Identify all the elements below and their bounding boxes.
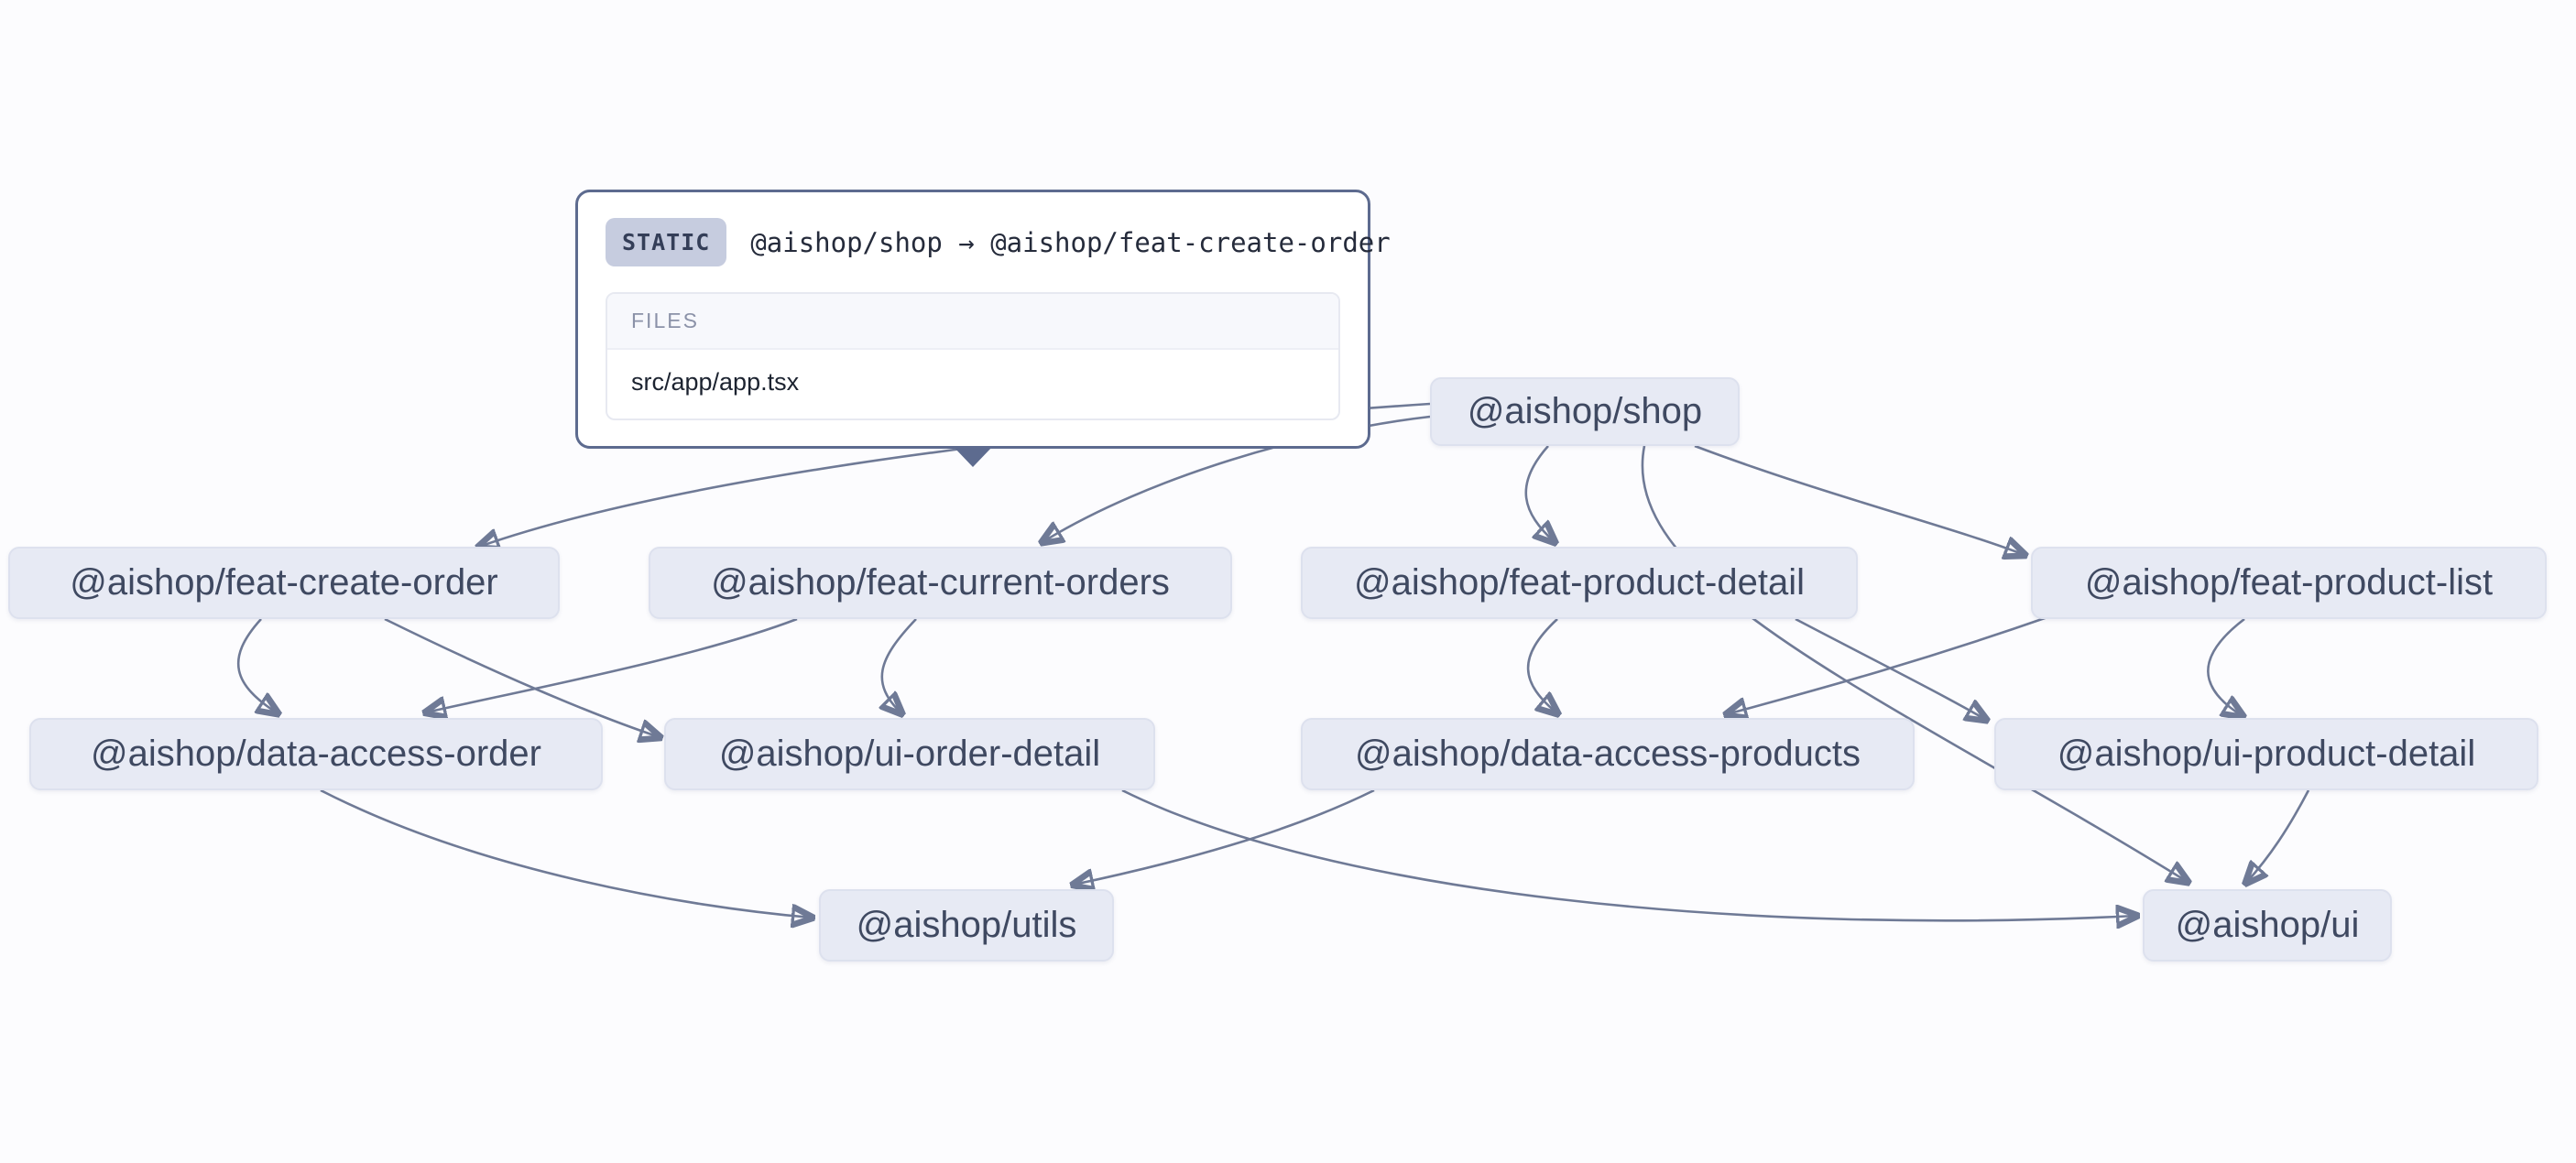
graph-node-label: @aishop/ui-order-detail — [718, 734, 1101, 774]
edge-feat-current-orders-ui-order-detail[interactable] — [882, 618, 917, 713]
edge-shop-feat-current-orders[interactable] — [1042, 415, 1431, 542]
edge-type-badge: STATIC — [606, 218, 727, 266]
graph-node-feat-product-list[interactable]: @aishop/feat-product-list — [2031, 547, 2547, 619]
edge-ui-order-detail-ui[interactable] — [1121, 788, 2136, 920]
edge-feat-product-list-ui-product-detail[interactable] — [2207, 617, 2244, 716]
graph-node-label: @aishop/feat-current-orders — [711, 562, 1170, 603]
edge-shop-feat-product-detail[interactable] — [1524, 445, 1555, 542]
edge-shop-feat-product-list[interactable] — [1694, 444, 2025, 555]
graph-node-label: @aishop/ui — [2175, 905, 2360, 945]
edge-tooltip: STATIC @aishop/shop → @aishop/feat-creat… — [575, 190, 1391, 467]
edge-ui-product-detail-ui[interactable] — [2246, 789, 2310, 883]
edge-tooltip-title: @aishop/shop → @aishop/feat-create-order — [750, 226, 1391, 258]
graph-node-ui-product-detail[interactable]: @aishop/ui-product-detail — [1994, 718, 2538, 790]
graph-node-label: @aishop/utils — [856, 905, 1077, 945]
graph-node-label: @aishop/shop — [1467, 391, 1703, 431]
graph-node-label: @aishop/feat-product-list — [2084, 562, 2494, 603]
files-panel: FILES src/app/app.tsx — [606, 292, 1340, 420]
graph-node-feat-current-orders[interactable]: @aishop/feat-current-orders — [649, 547, 1232, 619]
edge-feat-create-order-ui-order-detail[interactable] — [384, 617, 660, 737]
graph-node-label: @aishop/ui-product-detail — [2057, 734, 2476, 774]
tooltip-header: STATIC @aishop/shop → @aishop/feat-creat… — [606, 218, 1391, 266]
edge-feat-product-list-data-access-products[interactable] — [1727, 615, 2048, 714]
graph-node-data-access-order[interactable]: @aishop/data-access-order — [29, 718, 603, 790]
graph-node-ui-order-detail[interactable]: @aishop/ui-order-detail — [664, 718, 1155, 790]
graph-node-utils[interactable]: @aishop/utils — [819, 889, 1114, 962]
edge-feat-create-order-data-access-order[interactable] — [237, 618, 278, 713]
edge-shop-ui[interactable] — [1641, 445, 2188, 882]
graph-node-label: @aishop/data-access-products — [1355, 734, 1861, 774]
graph-node-shop[interactable]: @aishop/shop — [1430, 377, 1740, 446]
edge-feat-product-detail-ui-product-detail[interactable] — [1795, 617, 1986, 720]
edge-feat-current-orders-data-access-order[interactable] — [426, 617, 798, 712]
file-path: src/app/app.tsx — [631, 368, 800, 396]
graph-node-feat-create-order[interactable]: @aishop/feat-create-order — [8, 547, 560, 619]
edge-data-access-order-utils[interactable] — [320, 788, 812, 918]
graph-node-label: @aishop/feat-create-order — [70, 562, 498, 603]
graph-node-label: @aishop/data-access-order — [91, 734, 541, 774]
edge-feat-product-detail-data-access-products[interactable] — [1526, 618, 1557, 713]
graph-node-feat-product-detail[interactable]: @aishop/feat-product-detail — [1301, 547, 1858, 619]
files-section-label: FILES — [607, 294, 1338, 350]
graph-node-label: @aishop/feat-product-detail — [1354, 562, 1805, 603]
graph-node-ui[interactable]: @aishop/ui — [2143, 889, 2392, 962]
graph-node-data-access-products[interactable]: @aishop/data-access-products — [1301, 718, 1915, 790]
edge-data-access-products-utils[interactable] — [1074, 788, 1375, 885]
tooltip-caret-icon — [953, 446, 993, 467]
